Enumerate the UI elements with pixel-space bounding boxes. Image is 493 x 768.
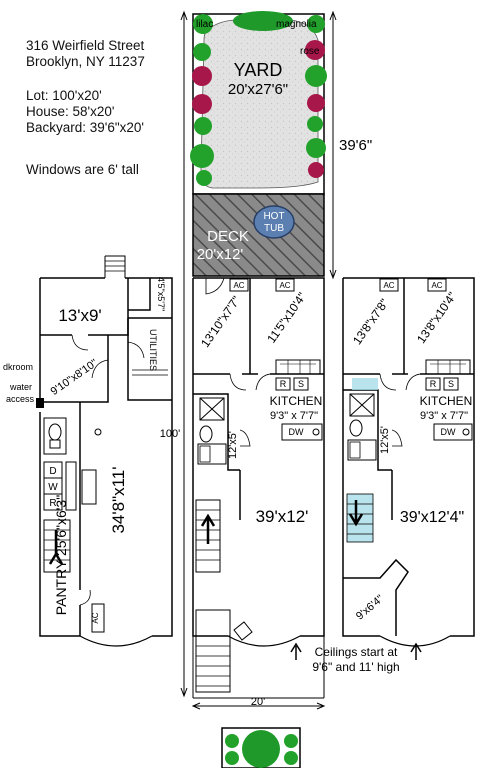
utilities-label: UTILITIES: [148, 329, 158, 371]
backyard-size: Backyard: 39'6"x20': [26, 120, 145, 135]
deck-label: DECK: [207, 228, 249, 245]
stair-highlight-top: [352, 378, 378, 390]
window-height-note: Windows are 6' tall: [26, 162, 139, 177]
magnolia-shrub: [233, 11, 293, 31]
top-bedroom-2-dims: 13'8"x10'4": [414, 289, 459, 345]
yard-depth-dimension: 39'6": [329, 10, 372, 280]
fridge-label: R: [49, 498, 56, 509]
top-kitchen-label: KITCHEN: [420, 394, 473, 408]
ceilings-line-2: 9'6" and 11' high: [312, 660, 399, 674]
magnolia-label: magnolia: [276, 19, 317, 30]
parlor-living-dims: 39'x12': [256, 507, 309, 526]
pantry-label: PANTRY 25'6"x6'3": [53, 495, 69, 615]
address-city: Brooklyn, NY 11237: [26, 54, 145, 69]
address-street: 316 Weirfield Street: [26, 38, 145, 53]
hot-tub-label: HOT: [263, 211, 284, 222]
street-tree: [221, 727, 301, 768]
parlor-kitchen-label: KITCHEN: [270, 394, 323, 408]
parlor-range-r: R: [280, 379, 287, 389]
ground-floor-labels: 13'x9' 4'5"x5'7" UTILITIES 9'10"x8'10" d…: [3, 277, 166, 624]
top-floor-labels: AC AC 13'8"x7'8" 13'8"x10'4" KITCHEN 9'3…: [350, 281, 472, 623]
ground-floor-plan: [39, 255, 173, 647]
top-hall-dims: 12'x5': [379, 426, 391, 454]
parlor-bedroom-1-dims: 13'10"x7'7": [198, 293, 243, 349]
hot-tub-label-2: TUB: [264, 223, 284, 234]
ceilings-note: Ceilings start at 9'6" and 11' high: [290, 642, 422, 674]
hot-tub: [253, 205, 295, 239]
yard: lilac magnolia rose YARD 20'x27'6": [190, 11, 327, 195]
parlor-kitchen-dims: 9'3" x 7'7": [270, 410, 318, 422]
parlor-stair-arrow: [200, 513, 216, 544]
top-bedroom-1-dims: 13'8"x7'8": [350, 296, 392, 347]
top-range-s: S: [448, 379, 454, 389]
top-range-r: R: [430, 379, 437, 389]
top-kitchen-dims: 9'3" x 7'7": [420, 410, 468, 422]
deck: HOT TUB DECK 20'x12': [192, 193, 325, 277]
parlor-dishwasher: DW: [289, 427, 304, 437]
deck-dims: 20'x12': [197, 246, 244, 263]
darkroom-label: dkroom: [3, 362, 33, 372]
top-stair-arrow: [348, 500, 364, 527]
yard-dims: 20'x27'6": [228, 81, 288, 98]
water-access-marker: [36, 398, 44, 408]
closet-dims: 4'5"x5'7": [156, 277, 166, 311]
top-ac-1: AC: [383, 281, 394, 290]
top-ac-2: AC: [431, 281, 442, 290]
lot-size: Lot: 100'x20': [26, 88, 102, 103]
rose-label: rose: [300, 46, 320, 57]
lot-width-label: 20': [251, 696, 265, 708]
access-label: access: [6, 394, 35, 404]
parlor-ac-2: AC: [279, 281, 290, 290]
top-floor-plan: [342, 277, 475, 647]
parlor-ac-1: AC: [233, 281, 244, 290]
ground-stair-arrow: [48, 530, 64, 565]
house-size: House: 58'x20': [26, 104, 115, 119]
rose-bush: [305, 40, 325, 60]
lot-dimensions: [180, 10, 326, 710]
lilac-shrub: [193, 14, 213, 34]
parlor-range-s: S: [298, 379, 304, 389]
parlor-floor-plan: [192, 277, 325, 693]
dryer-label: D: [49, 466, 56, 477]
ceilings-line-1: Ceilings start at: [315, 645, 398, 659]
parlor-bedroom-2-dims: 11'5"x10'4": [264, 290, 309, 346]
yard-label: YARD: [234, 60, 283, 80]
parlor-hall-dims: 12'x5': [227, 431, 239, 459]
yard-depth-label: 39'6": [339, 137, 372, 154]
total-depth-label: 100': [160, 428, 180, 440]
ground-ac-label: AC: [91, 612, 100, 623]
washer-label: W: [48, 482, 58, 493]
top-front-room-dims: 9'x6'4": [354, 593, 386, 623]
top-dishwasher: DW: [441, 427, 456, 437]
ground-rear-room-dims: 13'x9': [58, 306, 101, 325]
lilac-label: lilac: [196, 19, 213, 30]
ground-main-room-dims: 34'8"x11': [109, 466, 128, 533]
water-label: water: [9, 382, 32, 392]
top-living-dims: 39'x12'4": [400, 509, 464, 526]
